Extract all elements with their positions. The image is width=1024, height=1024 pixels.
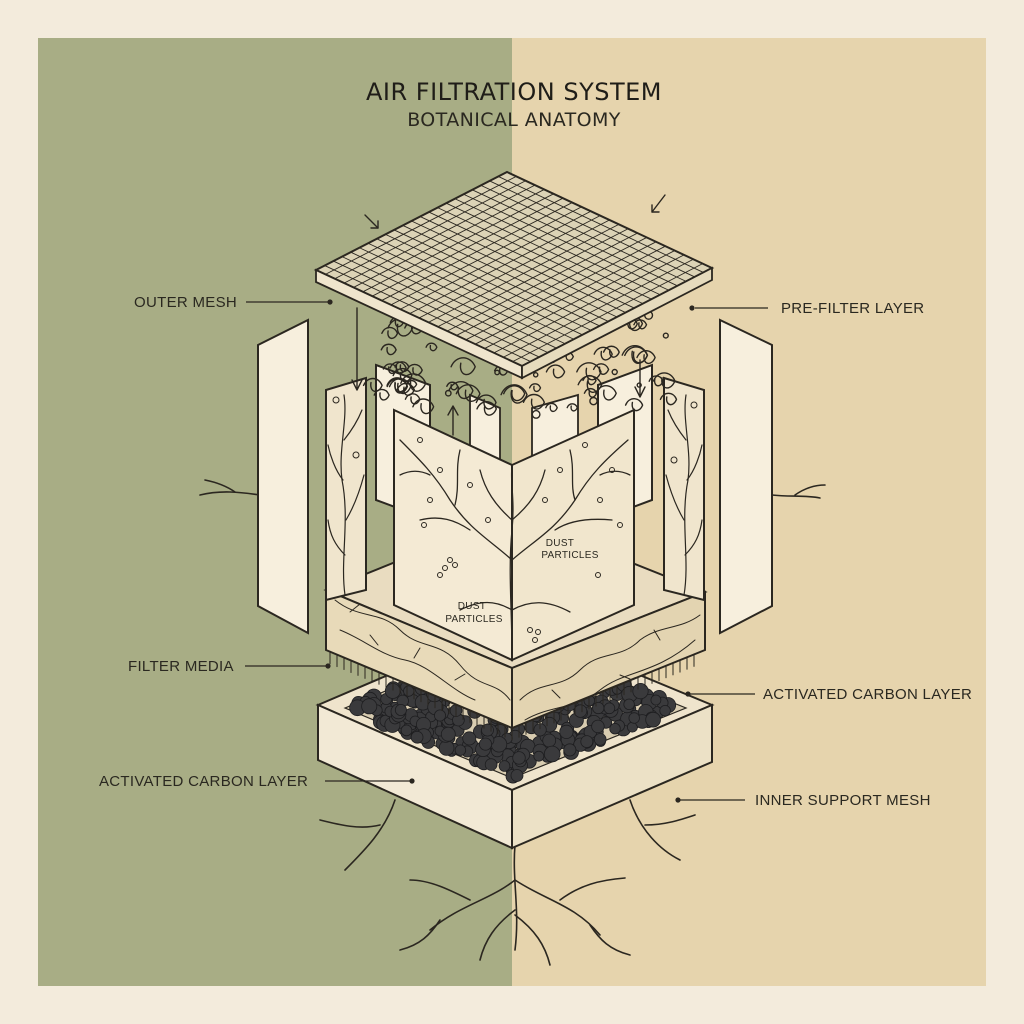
label-inner-support-mesh: INNER SUPPORT MESH	[755, 792, 931, 809]
label-activated-carbon-right: ACTIVATED CARBON LAYER	[763, 686, 972, 703]
label-filter-media: FILTER MEDIA	[128, 658, 234, 675]
page-title: AIR FILTRATION SYSTEM	[366, 78, 662, 106]
outer-mesh-grid	[313, 170, 715, 380]
dust-label-right-line2: PARTICLES	[541, 550, 598, 561]
right-outer-panel	[719, 318, 773, 635]
dust-label-left-line2: PARTICLES	[445, 614, 502, 625]
label-activated-carbon-left: ACTIVATED CARBON LAYER	[99, 773, 308, 790]
label-pre-filter-layer: PRE-FILTER LAYER	[781, 300, 924, 317]
dust-label-left-line1: DUST	[458, 601, 486, 612]
root-system	[199, 479, 826, 966]
airflow-arrows	[351, 194, 666, 436]
page-subtitle: BOTANICAL ANATOMY	[407, 109, 621, 131]
callout-lines	[245, 299, 768, 803]
right-tree-panel	[663, 376, 705, 602]
dust-label-right-line1: DUST	[546, 538, 574, 549]
central-tree-panel: DUST PARTICLES DUST PARTICLES	[393, 408, 635, 662]
left-outer-panel	[257, 318, 309, 635]
label-outer-mesh: OUTER MESH	[134, 294, 237, 311]
left-tree-panel	[325, 376, 367, 602]
